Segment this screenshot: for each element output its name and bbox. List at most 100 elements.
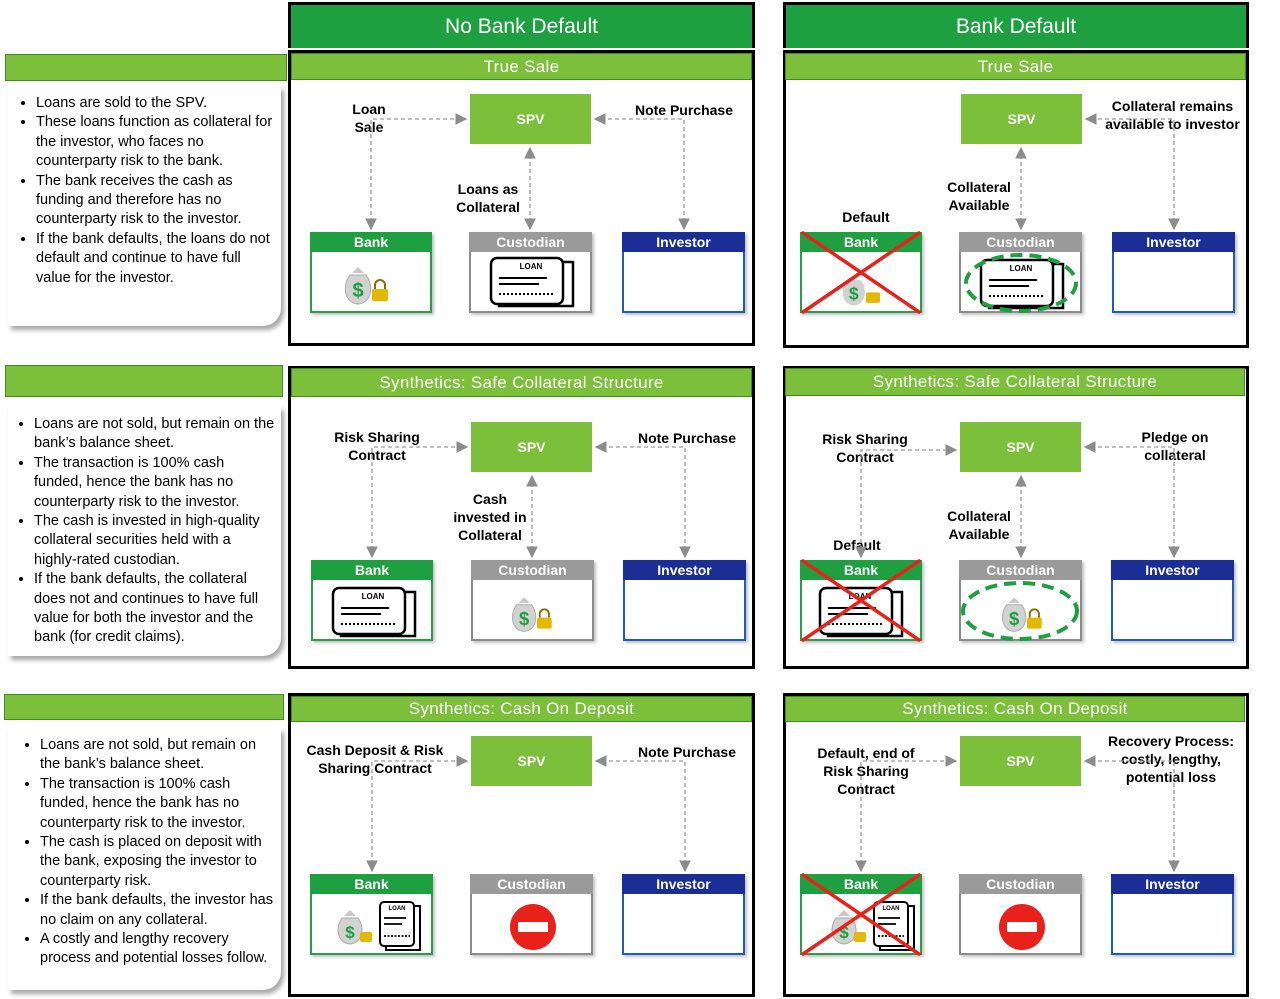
money-bag-icon: $ xyxy=(831,910,866,945)
bank-box: Bank $ LOAN xyxy=(800,874,922,955)
bank-label: Bank xyxy=(800,874,922,894)
panel-title: Synthetics: Cash On Deposit xyxy=(785,696,1245,722)
label-bank-spv: Loan Sale xyxy=(352,101,386,135)
money-bag-icon: $ xyxy=(344,267,388,305)
investor-label: Investor xyxy=(1112,232,1235,252)
row-label-bar xyxy=(5,54,287,81)
bullet-item: Loans are not sold, but remain on the ba… xyxy=(34,415,275,454)
bank-label: Bank xyxy=(800,560,922,580)
label-custodian-spv: Loans as Collateral xyxy=(456,181,520,215)
custodian-box: Custodian $ xyxy=(959,560,1082,641)
money-bag-symbol: $ xyxy=(849,283,859,303)
custodian-label: Custodian xyxy=(959,560,1082,580)
money-bag-symbol: $ xyxy=(839,923,849,942)
label-investor-spv: Note Purchase xyxy=(637,744,737,760)
loan-doc-text: LOAN xyxy=(520,262,543,271)
investor-label: Investor xyxy=(1111,560,1234,580)
row-label-bar xyxy=(4,694,284,720)
label-bank-spv: Risk Sharing Contract xyxy=(334,429,420,463)
investor-box: Investor xyxy=(622,874,745,955)
investor-label: Investor xyxy=(622,874,745,894)
loan-doc-text: LOAN xyxy=(389,906,406,912)
money-bag-icon: $ xyxy=(337,910,372,945)
label-investor-spv: Note Purchase xyxy=(634,102,734,118)
bullet-item: Loans are sold to the SPV. xyxy=(36,94,275,113)
loan-document-icon: LOAN xyxy=(979,258,1065,310)
label-custodian-spv: Collateral Available xyxy=(947,179,1011,213)
money-bag-icon: $ xyxy=(842,280,880,306)
loan-doc-text: LOAN xyxy=(883,906,900,912)
panel-title: Synthetics: Cash On Deposit xyxy=(291,696,752,722)
lock-icon xyxy=(1027,608,1042,629)
label-bank-spv: Default, end of Risk Sharing Contract xyxy=(817,745,915,797)
bullet-item: The transaction is 100% cash funded, hen… xyxy=(40,775,275,833)
money-bag-symbol: $ xyxy=(345,923,355,942)
spv-box: SPV xyxy=(471,422,592,472)
lock-icon xyxy=(866,292,880,303)
label-default: Default xyxy=(842,209,890,225)
label-bank-spv: Risk Sharing Contract xyxy=(822,431,908,465)
row-description: Loans are not sold, but remain on the ba… xyxy=(8,406,281,656)
investor-label: Investor xyxy=(622,232,745,252)
bank-box: Bank LOAN xyxy=(311,560,433,641)
loan-document-icon: LOAN xyxy=(331,586,417,638)
bullet-item: If the bank defaults, the collateral doe… xyxy=(34,570,275,648)
bullet-list: Loans are not sold, but remain on the ba… xyxy=(8,736,275,969)
label-bank-spv: Cash Deposit & Risk Sharing Contract xyxy=(306,742,444,776)
custodian-label: Custodian xyxy=(959,232,1082,252)
lock-icon xyxy=(537,608,552,629)
investor-box: Investor xyxy=(1112,232,1235,313)
bullet-item: A costly and lengthy recovery process an… xyxy=(40,930,275,969)
label-investor-spv: Collateral remains available to investor xyxy=(1105,98,1240,132)
row-label-bar xyxy=(5,365,283,397)
bank-label: Bank xyxy=(800,232,922,252)
custodian-box: Custodian xyxy=(959,874,1082,955)
panel-title: True Sale xyxy=(291,53,752,80)
label-default: Default xyxy=(833,537,881,553)
custodian-label: Custodian xyxy=(469,232,592,252)
panel-title: Synthetics: Safe Collateral Structure xyxy=(785,368,1245,396)
lock-icon xyxy=(854,932,866,942)
loan-document-icon: LOAN xyxy=(379,901,421,951)
column-header-default: Bank Default xyxy=(783,2,1249,48)
custodian-label: Custodian xyxy=(959,874,1082,894)
bullet-item: These loans function as collateral for t… xyxy=(36,113,275,171)
bank-label: Bank xyxy=(311,560,433,580)
bullet-item: If the bank defaults, the investor has n… xyxy=(40,891,275,930)
money-bag-icon: $ xyxy=(1002,597,1042,632)
money-bag-symbol: $ xyxy=(519,608,529,629)
custodian-box: Custodian LOAN xyxy=(959,232,1082,313)
row-description: Loans are sold to the SPV. These loans f… xyxy=(8,86,281,326)
label-investor-spv: Pledge on collateral xyxy=(1141,429,1209,463)
money-and-loan-icon: $ LOAN xyxy=(831,901,915,951)
custodian-label: Custodian xyxy=(470,874,593,894)
custodian-box: Custodian LOAN xyxy=(469,232,592,313)
label-investor-spv: Note Purchase xyxy=(637,430,737,446)
loan-document-icon: LOAN xyxy=(873,901,915,951)
bullet-list: Loans are sold to the SPV. These loans f… xyxy=(8,94,275,288)
spv-box: SPV xyxy=(470,94,591,144)
prohibited-icon xyxy=(999,904,1045,950)
panel-title: Synthetics: Safe Collateral Structure xyxy=(291,368,752,397)
investor-box: Investor xyxy=(1111,560,1234,641)
bank-box: Bank LOAN xyxy=(800,560,922,641)
bank-box: Bank $ LOAN xyxy=(310,874,433,955)
investor-box: Investor xyxy=(622,232,745,313)
investor-label: Investor xyxy=(1111,874,1234,894)
bank-label: Bank xyxy=(310,874,433,894)
loan-document-icon: LOAN xyxy=(489,256,575,308)
label-custodian-spv: Collateral Available xyxy=(947,508,1011,542)
money-bag-icon: $ xyxy=(344,267,372,305)
loan-doc-text: LOAN xyxy=(1010,264,1033,273)
bullet-item: The cash is invested in high-quality col… xyxy=(34,512,275,570)
panel-title: True Sale xyxy=(785,53,1246,80)
bank-box: Bank $ xyxy=(800,232,922,313)
spv-box: SPV xyxy=(471,736,592,786)
spv-box: SPV xyxy=(960,736,1081,786)
prohibited-icon xyxy=(510,904,556,950)
label-investor-spv: Recovery Process: costly, lengthy, poten… xyxy=(1107,733,1235,785)
bank-label: Bank xyxy=(310,232,432,252)
bullet-item: If the bank defaults, the loans do not d… xyxy=(36,230,275,288)
spv-box: SPV xyxy=(961,94,1082,144)
custodian-box: Custodian xyxy=(470,874,593,955)
